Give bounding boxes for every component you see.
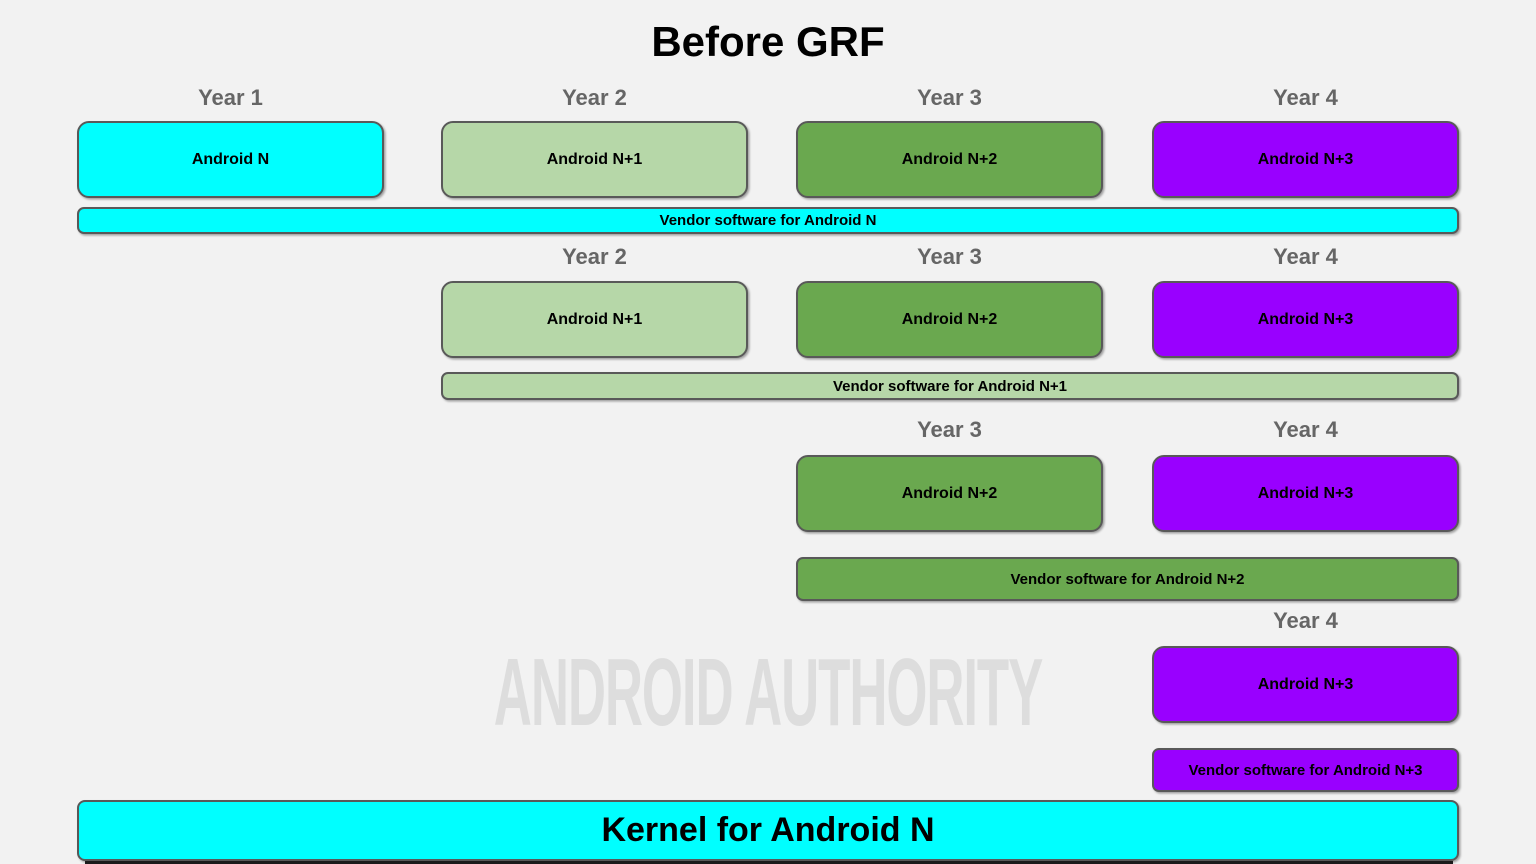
diagram-title: Before GRF (651, 18, 885, 65)
android-version-box: Android N+3 (1152, 121, 1459, 198)
year-label: Year 3 (917, 244, 982, 269)
android-version-box: Android N+1 (441, 281, 748, 358)
vendor-software-bar: Vendor software for Android N+1 (441, 372, 1459, 400)
year-label: Year 4 (1273, 417, 1338, 442)
year-label: Year 2 (562, 244, 627, 269)
android-version-box: Android N+2 (796, 455, 1103, 532)
android-version-box: Android N+3 (1152, 646, 1459, 723)
year-label: Year 4 (1273, 244, 1338, 269)
year-label: Year 2 (562, 85, 627, 110)
kernel-bar: Kernel for Android N (77, 800, 1459, 861)
android-version-box: Android N+3 (1152, 281, 1459, 358)
cropped-next-section-edge (85, 861, 1453, 864)
year-label: Year 3 (917, 417, 982, 442)
android-authority-watermark: ANDROID AUTHORITY (493, 639, 1043, 746)
android-version-box: Android N (77, 121, 384, 198)
year-label: Year 1 (198, 85, 263, 110)
vendor-software-bar: Vendor software for Android N+3 (1152, 748, 1459, 792)
year-label: Year 4 (1273, 85, 1338, 110)
vendor-software-bar: Vendor software for Android N+2 (796, 557, 1459, 601)
year-label: Year 3 (917, 85, 982, 110)
android-version-box: Android N+3 (1152, 455, 1459, 532)
android-version-box: Android N+1 (441, 121, 748, 198)
vendor-software-bar: Vendor software for Android N (77, 207, 1459, 234)
android-version-box: Android N+2 (796, 121, 1103, 198)
android-version-box: Android N+2 (796, 281, 1103, 358)
year-label: Year 4 (1273, 608, 1338, 633)
